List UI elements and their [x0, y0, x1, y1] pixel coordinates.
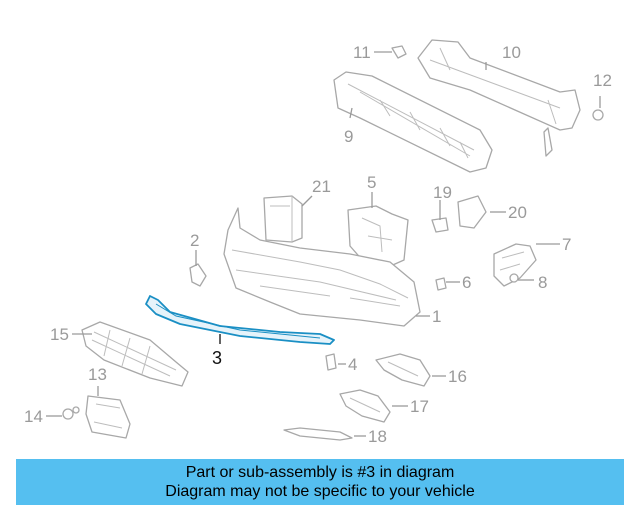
callout-2: 2 [190, 231, 199, 250]
fog-cover-17-part [339, 389, 391, 423]
callout-10: 10 [502, 43, 521, 62]
banner-line-disclaimer: Diagram may not be specific to your vehi… [165, 483, 475, 500]
clip-19-part [431, 217, 449, 233]
info-banner: Part or sub-assembly is #3 in diagram Di… [16, 459, 624, 505]
license-bracket-13-part [85, 395, 131, 439]
screw-14-part [62, 406, 80, 420]
screw-6-part [435, 277, 447, 291]
callout-11: 11 [353, 43, 371, 62]
banner-line-part-number: Part or sub-assembly is #3 in diagram [185, 464, 455, 481]
callout-20: 20 [508, 203, 527, 222]
callout-3: 3 [212, 348, 222, 368]
callout-9: 9 [344, 127, 353, 146]
bolt-12-part [592, 109, 604, 121]
callout-12: 12 [593, 71, 612, 90]
highlighted-part-outline [145, 295, 335, 345]
energy-absorber-part [333, 71, 493, 173]
callout-5: 5 [367, 173, 376, 192]
nut-8-part [509, 273, 519, 283]
callout-21: 21 [312, 177, 331, 196]
parts-diagram: 11 10 12 9 21 5 19 20 2 7 6 8 1 15 3 4 1… [24, 39, 612, 446]
bracket-20-part [457, 195, 487, 229]
callout-16: 16 [448, 367, 467, 386]
callout-14: 14 [24, 407, 43, 426]
callout-1: 1 [432, 307, 441, 326]
side-guide-7-part [493, 243, 537, 287]
bracket-5-part [347, 205, 409, 269]
reinforcement-beam-part [417, 39, 581, 157]
callout-6: 6 [462, 273, 471, 292]
callout-15: 15 [50, 325, 69, 344]
bumper-cover-part [223, 207, 421, 327]
callout-8: 8 [538, 273, 547, 292]
lower-trim-strip-3-part [145, 295, 335, 345]
clip-2-part [189, 263, 207, 287]
sensor-module-part [263, 195, 303, 243]
callout-19: 19 [433, 183, 452, 202]
screw-4-part [325, 353, 337, 371]
trim-strip-18-part [283, 427, 353, 441]
clip-11-part [391, 45, 407, 59]
callout-13: 13 [88, 365, 107, 384]
callout-17: 17 [410, 397, 429, 416]
callout-7: 7 [562, 235, 571, 254]
lower-grille-15-part [81, 321, 189, 387]
fog-cover-16-part [375, 353, 431, 387]
callout-4: 4 [348, 355, 357, 374]
callout-18: 18 [368, 427, 387, 446]
